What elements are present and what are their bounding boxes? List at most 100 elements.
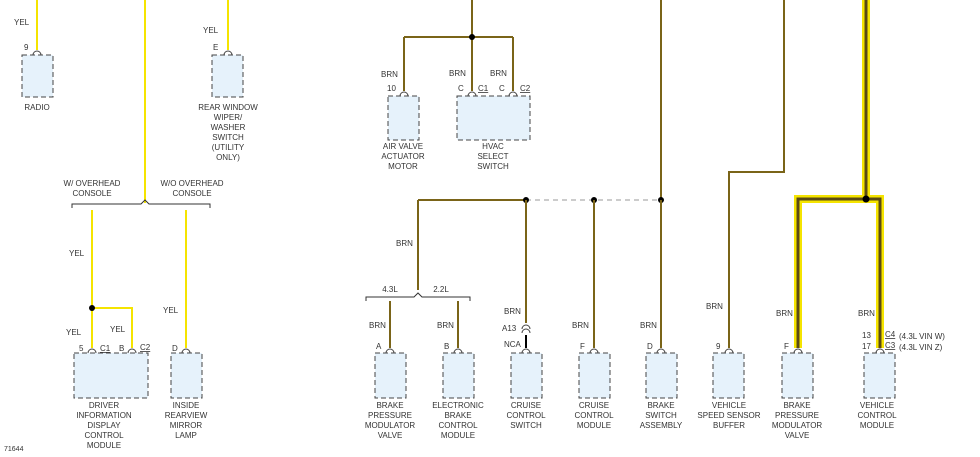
ebcm-circuit: BRN B ELECTRONIC BRAKE CONTROL MODULE bbox=[432, 301, 484, 440]
label-rear-wiper-3: WASHER bbox=[211, 123, 246, 132]
label-bpmv2-3: MODULATOR bbox=[772, 421, 823, 430]
label-ccs-3: SWITCH bbox=[510, 421, 542, 430]
mirror-lamp-circuit: YEL D INSIDE REARVIEW MIRROR LAMP bbox=[163, 210, 208, 440]
label-ebcm-4: MODULE bbox=[441, 431, 475, 440]
label-air-1: AIR VALVE bbox=[383, 142, 423, 151]
wire-label-bpmv1: BRN bbox=[369, 321, 386, 330]
label-bpmv2-4: VALVE bbox=[785, 431, 810, 440]
pin-rear-wiper: E bbox=[213, 43, 218, 52]
vcm-circuit: BRN 13 C4 (4.3L VIN W) 17 C3 (4.3L VIN Z… bbox=[857, 309, 945, 430]
label-ccm-3: MODULE bbox=[577, 421, 611, 430]
label-rear-wiper-2: WIPER/ bbox=[214, 113, 243, 122]
engine-option-bracket bbox=[365, 292, 471, 301]
connector-vss bbox=[724, 348, 734, 354]
pin-radio: 9 bbox=[24, 43, 29, 52]
component-rear-wiper-switch bbox=[211, 54, 244, 98]
label-ebcm-2: BRAKE bbox=[444, 411, 471, 420]
component-hvac-select-switch bbox=[456, 95, 531, 141]
connector-cruise-switch bbox=[521, 348, 531, 354]
option-with-overhead-2: CONSOLE bbox=[72, 189, 111, 198]
label-bsa-3: ASSEMBLY bbox=[640, 421, 683, 430]
connector-bpmv1 bbox=[385, 348, 395, 354]
connector-rear-wiper bbox=[223, 50, 233, 56]
label-bpmv1-4: VALVE bbox=[378, 431, 403, 440]
connector-air bbox=[399, 91, 409, 97]
overhead-console-option-split: W/ OVERHEAD CONSOLE W/O OVERHEAD CONSOLE bbox=[64, 179, 224, 208]
pin-vss: 9 bbox=[716, 342, 721, 351]
label-ebcm-1: ELECTRONIC bbox=[432, 401, 484, 410]
component-air-valve-motor bbox=[387, 95, 420, 141]
label-mirror-3: MIRROR bbox=[170, 421, 203, 430]
component-mirror-lamp bbox=[170, 352, 203, 399]
wire-label-dicm-left: YEL bbox=[66, 328, 82, 337]
pin-dicm-5: 5 bbox=[79, 344, 84, 353]
option-22l: 2.2L bbox=[433, 285, 449, 294]
connector-dicm-2 bbox=[127, 348, 137, 354]
label-rear-wiper-1: REAR WINDOW bbox=[198, 103, 258, 112]
connector-radio bbox=[32, 50, 42, 56]
label-bpmv2-1: BRAKE bbox=[783, 401, 810, 410]
label-dicm-5: MODULE bbox=[87, 441, 121, 450]
pin-cruise-switch: A13 bbox=[502, 324, 517, 333]
option-without-overhead-1: W/O OVERHEAD bbox=[160, 179, 223, 188]
component-electronic-brake-control-module bbox=[442, 352, 475, 399]
label-vcm-1: VEHICLE bbox=[860, 401, 894, 410]
component-cruise-control-module bbox=[578, 352, 611, 399]
wire-brn-hvac-bus bbox=[403, 36, 514, 91]
highlight-wire bbox=[796, 0, 882, 348]
connector-cruise-switch-inline-b bbox=[521, 328, 531, 334]
label-dicm-2: INFORMATION bbox=[76, 411, 132, 420]
pin-cruise-module: F bbox=[580, 342, 585, 351]
connector-cruise-module bbox=[589, 348, 599, 354]
highlight-glow bbox=[794, 0, 884, 348]
component-vehicle-control-module bbox=[863, 352, 896, 399]
conn-vcm-c3: C3 bbox=[885, 341, 896, 350]
wire-label-cruise-switch: BRN bbox=[504, 307, 521, 316]
conn-vcm-c4: C4 bbox=[885, 330, 896, 339]
wire-label-hvac-1: BRN bbox=[449, 69, 466, 78]
option-with-overhead-1: W/ OVERHEAD bbox=[64, 179, 121, 188]
component-radio bbox=[21, 54, 54, 98]
vss-buffer-circuit: BRN 9 VEHICLE SPEED SENSOR BUFFER bbox=[697, 0, 785, 430]
label-radio: RADIO bbox=[24, 103, 49, 112]
pin-hvac-c1: C bbox=[458, 84, 464, 93]
label-bpmv1-1: BRAKE bbox=[376, 401, 403, 410]
pin-bpmv1: A bbox=[376, 342, 382, 351]
connector-vcm bbox=[875, 348, 885, 354]
splice-dicm bbox=[89, 305, 95, 311]
conn-hvac-c2: C2 bbox=[520, 84, 531, 93]
radio-circuit: YEL 9 RADIO bbox=[14, 0, 54, 112]
component-driver-info-display bbox=[73, 352, 149, 399]
component-brake-pressure-modulator-valve-1 bbox=[374, 352, 407, 399]
label-rear-wiper-4: SWITCH bbox=[212, 133, 244, 142]
pin-bpmv2: F bbox=[784, 342, 789, 351]
label-rear-wiper-5: (UTILITY bbox=[212, 143, 245, 152]
component-vehicle-speed-sensor-buffer bbox=[712, 352, 745, 399]
label-hvac-3: SWITCH bbox=[477, 162, 509, 171]
connector-brake-switch bbox=[656, 348, 666, 354]
conn-dicm-c2: C2 bbox=[140, 343, 151, 352]
label-bpmv2-2: PRESSURE bbox=[775, 411, 819, 420]
vin-note-w: (4.3L VIN W) bbox=[899, 332, 945, 341]
wire-label-ebcm: BRN bbox=[437, 321, 454, 330]
splice-highlight bbox=[862, 195, 870, 203]
driver-info-circuit: YEL YEL YEL 5 C1 B C2 DRIVER INFORMATION… bbox=[66, 210, 151, 450]
connector-hvac-1 bbox=[467, 91, 477, 97]
option-without-overhead-2: CONSOLE bbox=[172, 189, 211, 198]
pin-vcm-17: 17 bbox=[862, 342, 871, 351]
label-bpmv1-3: MODULATOR bbox=[365, 421, 416, 430]
label-air-2: ACTUATOR bbox=[381, 152, 424, 161]
pin-mirror: D bbox=[172, 344, 178, 353]
nca-cruise-switch: NCA bbox=[504, 340, 522, 349]
conn-hvac-c1: C1 bbox=[478, 84, 489, 93]
label-vcm-2: CONTROL bbox=[857, 411, 897, 420]
brake-switch-circuit: BRN D BRAKE SWITCH ASSEMBLY bbox=[640, 200, 683, 430]
component-cruise-control-switch bbox=[510, 352, 543, 399]
splice-hvac bbox=[469, 34, 475, 40]
wire-label-vcm: BRN bbox=[858, 309, 875, 318]
connector-hvac-2 bbox=[508, 91, 518, 97]
pin-air: 10 bbox=[387, 84, 396, 93]
cruise-switch-circuit: BRN A13 NCA CRUISE CONTROL SWITCH bbox=[502, 200, 546, 430]
label-dicm-4: CONTROL bbox=[84, 431, 124, 440]
label-rear-wiper-6: ONLY) bbox=[216, 153, 240, 162]
